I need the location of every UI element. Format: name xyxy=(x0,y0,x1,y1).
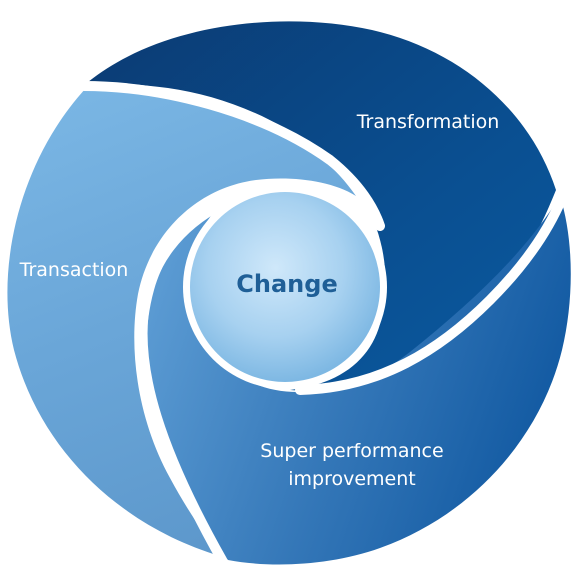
label-transformation: Transformation xyxy=(356,111,500,133)
separator-line xyxy=(295,193,567,395)
label-super-performance-line1: Super performance xyxy=(260,440,443,462)
label-transaction: Transaction xyxy=(19,259,129,281)
center-label-change: Change xyxy=(236,270,337,298)
segment-transaction xyxy=(7,87,356,556)
label-super-performance-line2: improvement xyxy=(288,468,416,490)
segment-transformation xyxy=(88,21,556,391)
center-circle xyxy=(190,192,380,382)
separator-line xyxy=(79,81,385,231)
segment-super-performance xyxy=(146,196,571,565)
separator-line xyxy=(137,199,227,565)
